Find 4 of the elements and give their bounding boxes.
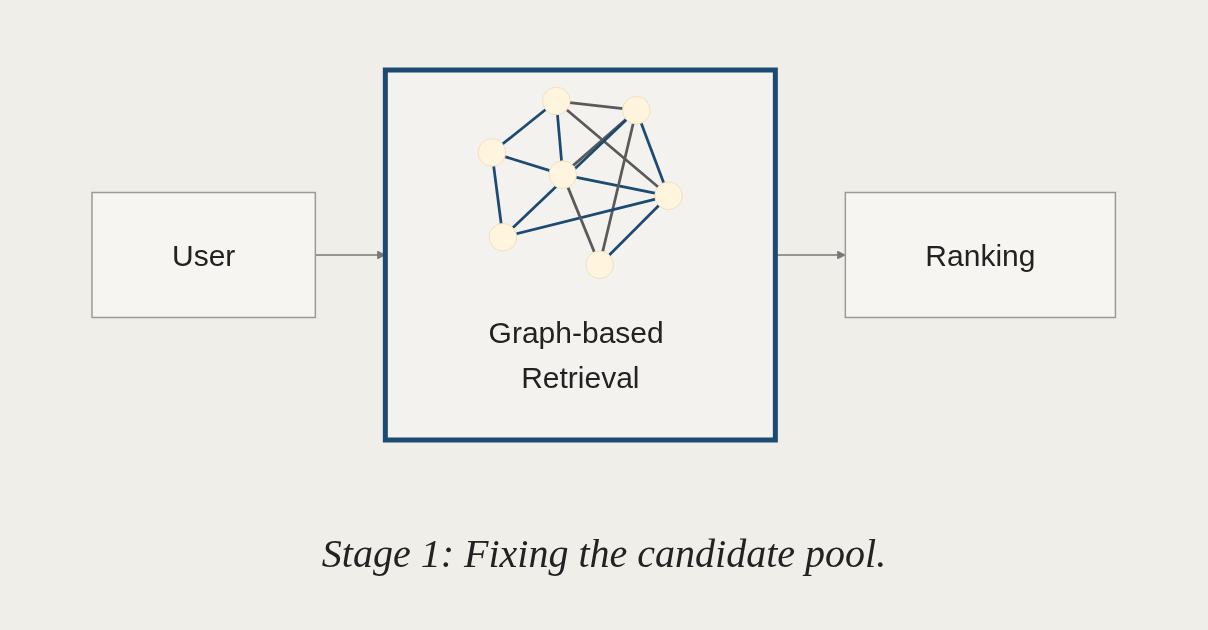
- node-box: User: [91, 191, 317, 319]
- node-box: Graph-based Retrieval: [383, 67, 779, 443]
- node-box: Ranking: [844, 191, 1117, 319]
- caption: Stage 1: Fixing the candidate pool.: [320, 530, 888, 577]
